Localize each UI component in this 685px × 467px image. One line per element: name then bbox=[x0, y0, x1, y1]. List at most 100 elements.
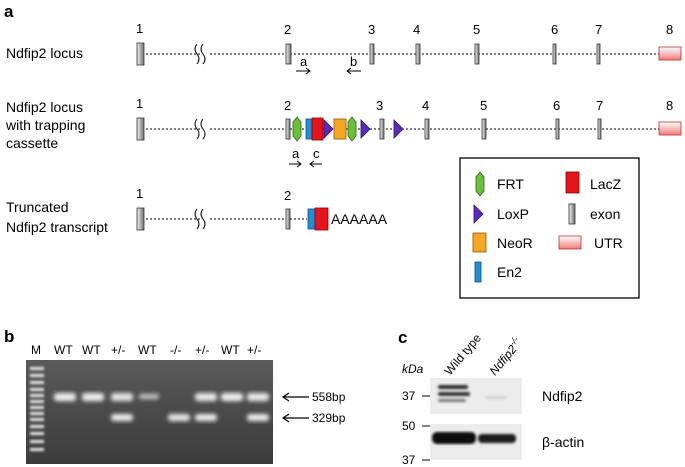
panel-b-label: b bbox=[4, 327, 14, 346]
primer-reverse-arrow bbox=[346, 67, 361, 75]
exon-2 bbox=[285, 118, 291, 140]
marker-label: 37 bbox=[402, 453, 416, 467]
lane-label: +/- bbox=[247, 343, 261, 357]
gel-panel: M WT WT +/- WT -/- +/- WT +/- bbox=[26, 343, 346, 464]
row2-label-line: cassette bbox=[6, 135, 58, 151]
band-329 bbox=[168, 414, 190, 421]
exon-1 bbox=[136, 42, 145, 66]
band-558 bbox=[54, 393, 76, 401]
exon-2 bbox=[285, 208, 291, 230]
column-label-wildtype: Wild type bbox=[442, 331, 485, 378]
legend-lacz-swatch bbox=[565, 171, 580, 194]
exon-number: 7 bbox=[595, 22, 602, 37]
exon-number: 3 bbox=[376, 98, 383, 113]
exon-6 bbox=[555, 118, 560, 140]
frt-site bbox=[347, 116, 357, 142]
exon-number: 1 bbox=[136, 96, 143, 111]
marker-label: 50 bbox=[402, 419, 416, 433]
legend-label: LacZ bbox=[590, 176, 622, 192]
blot-label-actin: β-actin bbox=[542, 434, 584, 450]
exon-number: 8 bbox=[666, 22, 673, 37]
exon-5 bbox=[481, 118, 487, 140]
exon-4 bbox=[424, 118, 430, 140]
legend-label: exon bbox=[590, 206, 620, 222]
lane-label: WT bbox=[221, 343, 240, 357]
break-symbol bbox=[194, 208, 206, 230]
gel-bands bbox=[54, 393, 269, 421]
en2-element bbox=[305, 118, 313, 140]
band-size-label: 329bp bbox=[312, 411, 346, 425]
legend-label: LoxP bbox=[497, 206, 529, 222]
column-label-knockout: Ndfip2-/- bbox=[485, 335, 525, 378]
band-558 bbox=[139, 394, 159, 399]
primer-label-a: a bbox=[292, 146, 300, 161]
exon-7 bbox=[596, 43, 601, 65]
band-329 bbox=[247, 414, 269, 421]
lane-label: WT bbox=[82, 343, 101, 357]
neor-element bbox=[333, 118, 347, 140]
exon-number: 6 bbox=[553, 98, 560, 113]
exon-4 bbox=[415, 43, 421, 65]
exon-number: 8 bbox=[666, 98, 673, 113]
band-558 bbox=[221, 393, 243, 401]
lane-label: -/- bbox=[170, 343, 181, 357]
legend-utr-swatch bbox=[558, 235, 582, 250]
legend-neor-swatch bbox=[472, 232, 487, 253]
exon-number: 2 bbox=[284, 22, 291, 37]
row2-label-line: Ndfip2 locus bbox=[6, 99, 83, 115]
band-558 bbox=[111, 393, 133, 401]
legend-box bbox=[459, 157, 640, 299]
lane-label: +/- bbox=[195, 343, 209, 357]
gel-image bbox=[26, 360, 273, 464]
panel-c-label: c bbox=[398, 328, 407, 347]
frt-site bbox=[292, 116, 302, 142]
ndfip2-bands bbox=[438, 385, 507, 402]
band-558 bbox=[195, 393, 217, 401]
legend: FRT LacZ LoxP exon NeoR UTR En2 bbox=[459, 157, 640, 299]
exon-number: 5 bbox=[473, 22, 480, 37]
exon-number: 4 bbox=[413, 22, 420, 37]
western-blot-panel: Wild type Ndfip2-/- kDa 37 50 37 Ndfip2 … bbox=[402, 331, 584, 467]
band-size-label: 558bp bbox=[312, 390, 346, 404]
lane-label: +/- bbox=[111, 343, 125, 357]
utr bbox=[658, 121, 682, 136]
panel-a-label: a bbox=[4, 2, 14, 21]
legend-frt-swatch bbox=[475, 171, 485, 197]
lane-label: WT bbox=[138, 343, 157, 357]
legend-exon-swatch bbox=[568, 203, 576, 225]
exon-3 bbox=[379, 118, 385, 140]
lacz-element bbox=[311, 117, 324, 141]
exon-number: 3 bbox=[368, 22, 375, 37]
break-symbol bbox=[194, 43, 206, 65]
row3-label-line: Ndfip2 transcript bbox=[6, 219, 108, 235]
band-pointer-arrow bbox=[281, 413, 309, 423]
exon-number: 6 bbox=[551, 22, 558, 37]
band-329 bbox=[195, 414, 217, 421]
marker-ladder bbox=[30, 367, 44, 451]
en2-element bbox=[307, 208, 316, 230]
marker-label: 37 bbox=[402, 389, 416, 403]
exon-number: 7 bbox=[596, 98, 603, 113]
primer-label-c: c bbox=[313, 146, 320, 161]
blot-label-ndfip2: Ndfip2 bbox=[542, 388, 583, 404]
polya-tail: AAAAAA bbox=[331, 211, 388, 227]
legend-label: UTR bbox=[594, 235, 623, 251]
legend-loxp-swatch bbox=[473, 204, 484, 224]
row3-label-line: Truncated bbox=[6, 199, 69, 215]
primer-forward-arrow bbox=[289, 160, 302, 168]
exon-6 bbox=[552, 43, 557, 65]
loxp-site bbox=[393, 119, 404, 139]
legend-label: NeoR bbox=[497, 235, 533, 251]
band-pointer-arrow bbox=[281, 392, 309, 402]
loxp-site bbox=[360, 119, 371, 139]
band-558 bbox=[247, 393, 269, 401]
exon-5 bbox=[474, 43, 480, 65]
exon-number: 1 bbox=[136, 21, 143, 36]
row-trapping-cassette: Ndfip2 locus with trapping cassette 1 2 … bbox=[5, 96, 682, 168]
exon-number: 2 bbox=[284, 98, 291, 113]
exon-7 bbox=[597, 118, 602, 140]
legend-label: FRT bbox=[497, 176, 524, 192]
exon-1 bbox=[136, 207, 145, 231]
row-wildtype-locus: Ndfip2 locus 1 2 3 4 5 6 7 8 a b bbox=[6, 21, 682, 75]
